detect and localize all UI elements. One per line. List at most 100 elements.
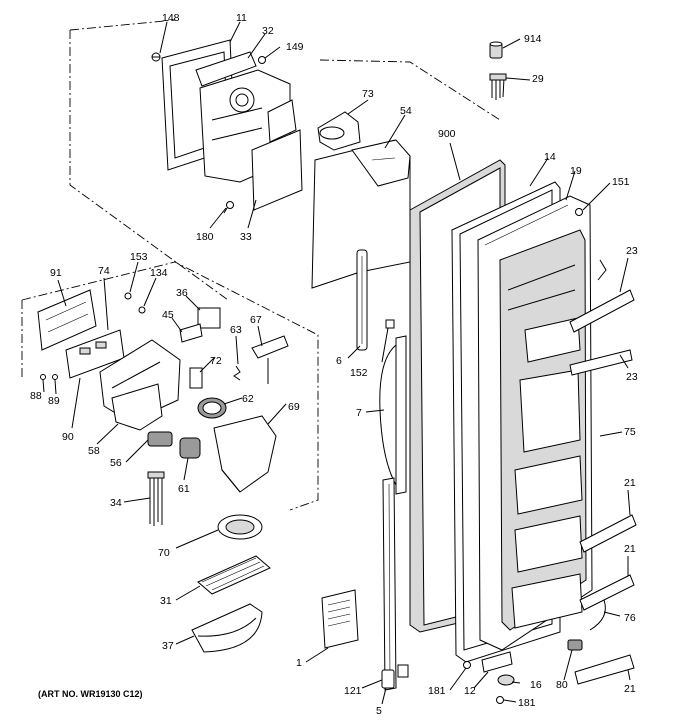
part-134-screw bbox=[138, 306, 146, 314]
part-70-chute-ring bbox=[217, 514, 263, 540]
callout-21-upper: 21 bbox=[624, 477, 636, 489]
callout-29: 29 bbox=[532, 73, 544, 85]
callout-37: 37 bbox=[162, 640, 174, 652]
callout-14: 14 bbox=[544, 151, 556, 163]
part-73-chute bbox=[317, 111, 361, 151]
callout-19: 19 bbox=[570, 165, 582, 177]
part-151-screw bbox=[575, 208, 583, 216]
part-23-bin-rail-upper bbox=[569, 259, 635, 333]
callout-32: 32 bbox=[262, 25, 274, 37]
callout-12: 12 bbox=[464, 685, 476, 697]
callout-149: 149 bbox=[286, 41, 304, 53]
callout-900: 900 bbox=[438, 128, 456, 140]
callout-121: 121 bbox=[344, 685, 362, 697]
callout-33: 33 bbox=[240, 231, 252, 243]
part-58-funnel bbox=[111, 383, 163, 431]
part-62-ring bbox=[197, 397, 227, 419]
part-148-screw bbox=[151, 52, 161, 62]
part-1-use-and-care-manual bbox=[321, 589, 359, 649]
part-76-water-tube bbox=[589, 599, 606, 631]
callout-1: 1 bbox=[296, 657, 302, 669]
part-91-control-panel bbox=[37, 289, 97, 351]
part-89-screw bbox=[52, 374, 58, 380]
part-21-door-shelf-upper bbox=[579, 514, 637, 553]
callout-134: 134 bbox=[150, 267, 168, 279]
part-7-door-handle bbox=[379, 335, 407, 495]
callout-7: 7 bbox=[356, 407, 362, 419]
art-number-caption: (ART NO. WR19130 C12) bbox=[38, 689, 143, 699]
part-72-actuator bbox=[189, 367, 203, 389]
callout-90: 90 bbox=[62, 431, 74, 443]
callout-75: 75 bbox=[624, 426, 636, 438]
callout-36: 36 bbox=[176, 287, 188, 299]
part-54-dispenser-cover bbox=[311, 139, 411, 289]
part-32-inner-panel bbox=[195, 51, 257, 87]
part-67-lever bbox=[251, 335, 289, 384]
part-152-screw bbox=[385, 319, 395, 329]
part-121-end-cap bbox=[381, 669, 395, 689]
callout-11: 11 bbox=[236, 12, 247, 24]
part-36-switch bbox=[197, 307, 221, 329]
part-69-ice-chute bbox=[213, 415, 277, 493]
callout-21-middle: 21 bbox=[624, 543, 636, 555]
callout-61: 61 bbox=[178, 483, 190, 495]
callout-45: 45 bbox=[162, 309, 174, 321]
callout-152: 152 bbox=[350, 367, 368, 379]
part-37-drip-tray bbox=[191, 603, 263, 653]
part-34-wire-harness bbox=[147, 471, 165, 526]
part-21-door-shelf-lower bbox=[574, 654, 635, 685]
lower-enclosure-outline bbox=[21, 261, 319, 511]
part-914-cap bbox=[489, 41, 503, 59]
part-181-screw-left bbox=[463, 661, 471, 669]
part-33-gasket bbox=[251, 99, 303, 211]
callout-80: 80 bbox=[556, 679, 568, 691]
part-31-drip-grille bbox=[197, 555, 271, 595]
part-80-fitting bbox=[567, 639, 583, 651]
callout-151: 151 bbox=[612, 176, 630, 188]
callout-148: 148 bbox=[162, 12, 180, 24]
callout-89: 89 bbox=[48, 395, 60, 407]
callout-63: 63 bbox=[230, 324, 242, 336]
part-12-hinge bbox=[481, 651, 513, 673]
part-5-clip bbox=[397, 664, 409, 678]
callout-21-lower: 21 bbox=[624, 683, 636, 695]
part-16-bushing bbox=[497, 674, 515, 686]
callout-914: 914 bbox=[524, 33, 542, 45]
callout-91: 91 bbox=[50, 267, 62, 279]
callout-58: 58 bbox=[88, 445, 100, 457]
callout-54: 54 bbox=[400, 105, 412, 117]
callout-31: 31 bbox=[160, 595, 172, 607]
part-63-spring bbox=[233, 365, 241, 381]
callout-88: 88 bbox=[30, 390, 42, 402]
part-21-door-shelf-middle bbox=[579, 574, 635, 611]
callout-70: 70 bbox=[158, 547, 170, 559]
part-45-bracket bbox=[179, 323, 203, 343]
callout-56: 56 bbox=[110, 457, 122, 469]
callout-72: 72 bbox=[210, 355, 222, 367]
callout-62: 62 bbox=[242, 393, 254, 405]
part-153-screw bbox=[124, 292, 132, 300]
callout-16: 16 bbox=[530, 679, 542, 691]
callout-labels: 148 11 32 149 914 29 73 54 900 14 19 151… bbox=[30, 12, 638, 717]
callout-23-lower: 23 bbox=[626, 371, 638, 383]
callout-153: 153 bbox=[130, 251, 148, 263]
callout-6: 6 bbox=[336, 355, 342, 367]
callout-34: 34 bbox=[110, 497, 122, 509]
callout-23-upper: 23 bbox=[626, 245, 638, 257]
callout-74: 74 bbox=[98, 265, 110, 277]
part-180-screw bbox=[223, 201, 234, 214]
callout-181-right: 181 bbox=[518, 697, 536, 709]
part-149-screw bbox=[258, 56, 266, 64]
part-19-door-liner bbox=[477, 195, 593, 651]
part-23-bin-rail-lower bbox=[569, 349, 633, 376]
part-181-screw-right bbox=[496, 696, 504, 704]
callout-5: 5 bbox=[376, 705, 382, 717]
callout-181-left: 181 bbox=[428, 685, 446, 697]
callout-73: 73 bbox=[362, 88, 374, 100]
part-6-rail bbox=[356, 249, 368, 351]
callout-67: 67 bbox=[250, 314, 262, 326]
part-56-valve bbox=[147, 431, 173, 447]
part-5-handle-trim bbox=[382, 477, 397, 691]
leader-lines bbox=[42, 21, 631, 705]
